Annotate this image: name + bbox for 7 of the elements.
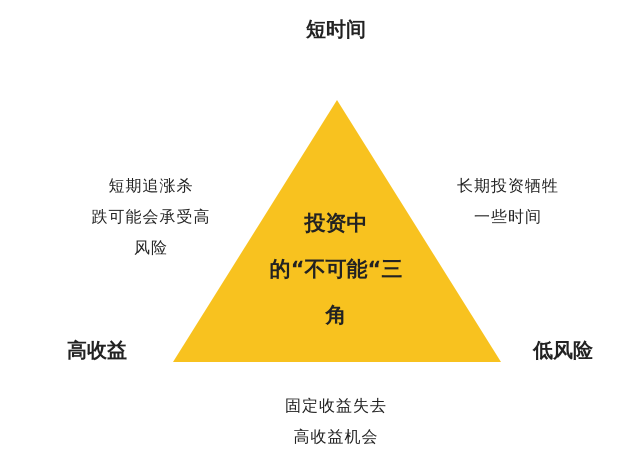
- corner-label: 短时间: [304, 16, 367, 43]
- bottom-note: 固定收益失去高收益机会: [284, 395, 388, 448]
- side-note: 长期投资牺牲一些时间: [456, 175, 560, 228]
- corner-label: 低风险: [532, 337, 594, 364]
- side-note: 短期追涨杀跌可能会承受高风险: [90, 175, 212, 259]
- corner-label: 高收益: [66, 337, 128, 364]
- triangle-title: 投资中的“不可能“三角: [268, 210, 404, 329]
